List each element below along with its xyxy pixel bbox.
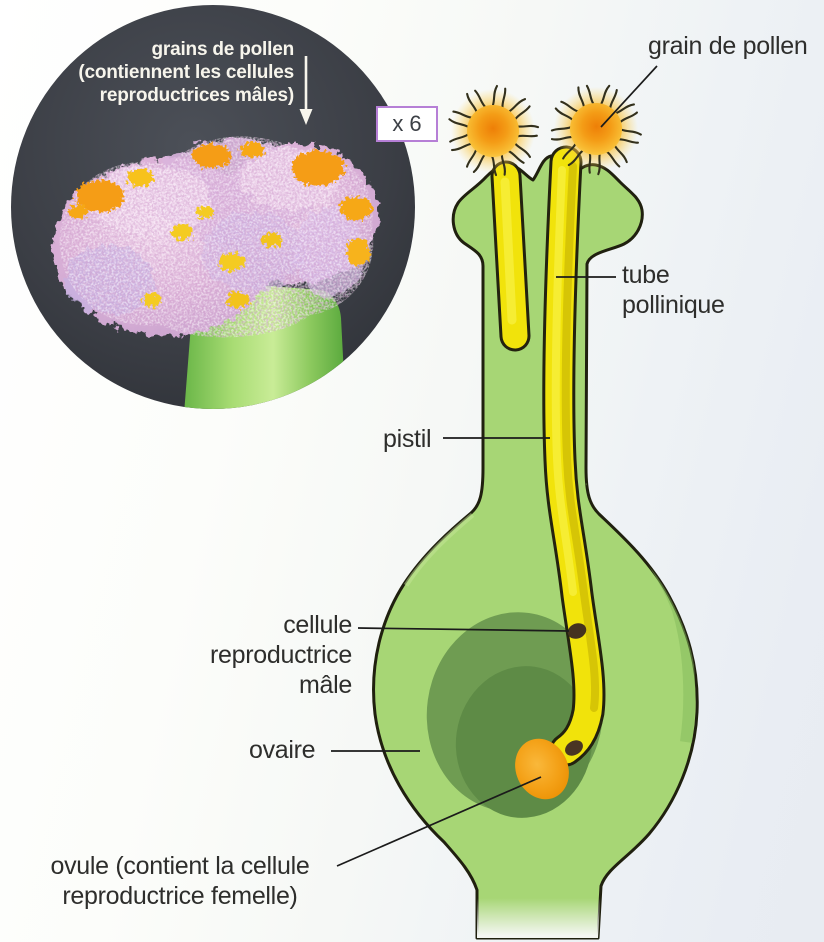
label-tube-pollinique: tube pollinique [622,260,725,320]
label-line: reproductrice [210,641,352,669]
label-line: cellule [283,611,352,639]
label-pistil: pistil [383,425,432,453]
pistil-diagram [372,76,699,940]
label-grain-de-pollen: grain de pollen [648,32,808,60]
label-cellule-reproductrice-male: cellule reproductrice mâle [150,610,352,700]
photo-inset-micrograph [11,5,415,409]
magnification-badge: x 6 [376,106,438,142]
photo-caption-line: (contiennent les cellules [78,62,294,83]
pollen-grain-left [449,86,538,175]
leader-grain-de-pollen [600,65,658,128]
label-line: tube [622,261,670,289]
magnification-value: x 6 [392,111,422,136]
leader-lines [331,65,658,867]
label-line: reproductrice femelle) [62,882,298,910]
label-line: pollinique [622,291,725,319]
label-ovule: ovule (contient la cellule reproductrice… [26,851,334,911]
label-line: mâle [299,671,352,699]
photo-caption-line: grains de pollen [151,39,295,60]
label-ovaire: ovaire [249,736,316,764]
label-line: ovule (contient la cellule [50,852,310,880]
ovule-shape [515,738,569,800]
leader-cellule-male [357,627,570,632]
photo-caption-line: reproductrices mâles) [99,85,295,106]
caption-arrow [299,56,313,125]
leader-ovule [336,776,542,867]
tube-tip-cell-dot [565,740,583,756]
left-style-channel [490,160,531,352]
pollen-tube-shape [542,145,606,767]
photo-pollen-clumps [69,142,372,308]
photo-caption: grains de pollen (contiennent les cellul… [52,38,294,107]
male-cell-dot [567,623,587,639]
